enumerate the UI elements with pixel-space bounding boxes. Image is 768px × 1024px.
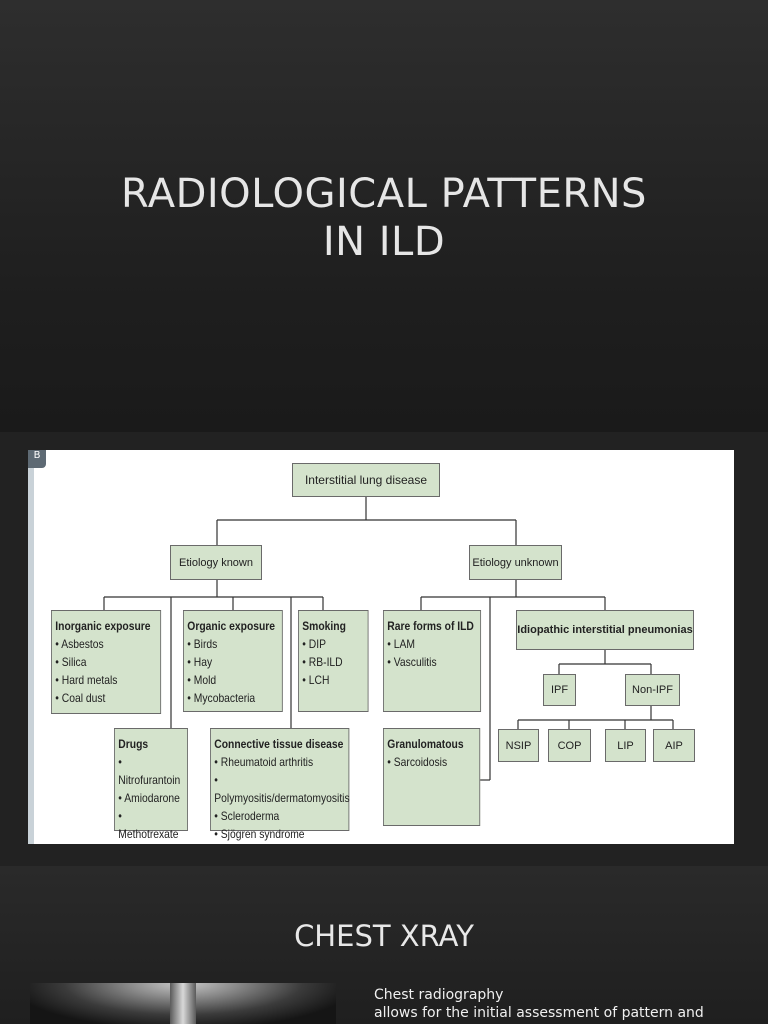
lip-node: LIP xyxy=(605,729,646,762)
list-item: Sarcoidosis xyxy=(387,753,476,771)
aip-node: AIP xyxy=(653,729,695,762)
granulomatous-box: Granulomatous Sarcoidosis xyxy=(383,728,481,826)
rare-forms-box: Rare forms of ILD LAM Vasculitis xyxy=(383,610,482,712)
organic-exposure-box: Organic exposure Birds Hay Mold Mycobact… xyxy=(183,610,283,712)
root-node: Interstitial lung disease xyxy=(292,463,440,497)
smoking-title: Smoking xyxy=(302,619,346,633)
list-item: RB-ILD xyxy=(302,653,364,671)
nsip-node: NSIP xyxy=(498,729,539,762)
ild-classification-diagram: B xyxy=(28,450,734,877)
title-line-1: RADIOLOGICAL PATTERNS xyxy=(121,171,647,217)
idiopathic-node: Idiopathic interstitial pneumonias xyxy=(516,610,694,650)
list-item: Scleroderma xyxy=(214,807,345,825)
list-item: Rheumatoid arthritis xyxy=(214,753,345,771)
list-item: Hard metals xyxy=(55,671,156,689)
drugs-box: Drugs Nitrofurantoin Amiodarone Methotre… xyxy=(114,728,188,877)
list-item: LAM xyxy=(387,635,476,653)
list-item: Nitrofurantoin xyxy=(118,753,183,789)
list-item: DIP xyxy=(302,635,364,653)
drugs-list: Nitrofurantoin Amiodarone Methotrexate C… xyxy=(118,753,186,879)
body-text: Chest radiography allows for the initial… xyxy=(374,986,754,1022)
list-item: Methotrexate xyxy=(118,807,183,843)
organic-list: Birds Hay Mold Mycobacteria xyxy=(187,635,278,707)
section-title: CHEST XRAY xyxy=(294,919,474,953)
inorganic-exposure-box: Inorganic exposure Asbestos Silica Hard … xyxy=(51,610,162,714)
smoking-box: Smoking DIP RB-ILD LCH xyxy=(298,610,369,712)
list-item: Polymyositis/dermatomyositis xyxy=(214,771,349,807)
list-item: Silica xyxy=(55,653,156,671)
granulomatous-title: Granulomatous xyxy=(387,737,464,751)
connector-lines xyxy=(103,497,674,781)
granulomatous-list: Sarcoidosis xyxy=(387,753,476,771)
ctd-list: Rheumatoid arthritis Polymyositis/dermat… xyxy=(214,753,349,843)
inorganic-list: Asbestos Silica Hard metals Coal dust xyxy=(55,635,156,707)
left-edge-strip xyxy=(28,468,34,844)
list-item: Asbestos xyxy=(55,635,156,653)
organic-title: Organic exposure xyxy=(187,619,276,633)
panel-label: B xyxy=(28,450,46,468)
drugs-title: Drugs xyxy=(118,737,149,751)
list-item: LCH xyxy=(302,671,364,689)
title-line-2: IN ILD xyxy=(322,219,446,265)
list-item: Mold xyxy=(187,671,278,689)
inorganic-title: Inorganic exposure xyxy=(55,619,151,633)
smoking-list: DIP RB-ILD LCH xyxy=(302,635,364,689)
list-item: Hay xyxy=(187,653,278,671)
list-item: Amiodarone xyxy=(118,789,183,807)
connective-tissue-box: Connective tissue disease Rheumatoid art… xyxy=(210,728,350,841)
ctd-title: Connective tissue disease xyxy=(214,737,344,751)
cop-node: COP xyxy=(548,729,591,762)
list-item: Sjögren syndrome xyxy=(214,825,345,843)
rare-forms-title: Rare forms of ILD xyxy=(387,619,474,633)
title-slide xyxy=(0,0,768,432)
list-item: Vasculitis xyxy=(387,653,476,671)
ipf-node: IPF xyxy=(543,674,576,706)
list-item: Coal dust xyxy=(55,689,156,707)
etiology-known-node: Etiology known xyxy=(170,545,262,580)
non-ipf-node: Non-IPF xyxy=(625,674,680,706)
etiology-unknown-node: Etiology unknown xyxy=(469,545,562,580)
list-item: Mycobacteria xyxy=(187,689,278,707)
list-item: Birds xyxy=(187,635,278,653)
chest-xray-image xyxy=(30,983,336,1024)
body-line-1: Chest radiography xyxy=(374,987,504,1003)
body-line-2: allows for the initial assessment of pat… xyxy=(374,1005,704,1021)
rare-forms-list: LAM Vasculitis xyxy=(387,635,476,671)
slide-title: RADIOLOGICAL PATTERNS IN ILD xyxy=(0,170,768,266)
